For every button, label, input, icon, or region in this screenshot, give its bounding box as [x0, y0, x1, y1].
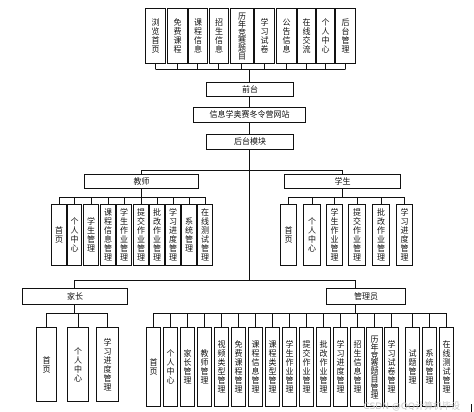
parent-item-progress-mgmt: 学习进度管理	[96, 327, 119, 402]
admin-item-home: 首页	[146, 327, 161, 407]
watermark: CSDN @QQ计算机毕设	[363, 402, 460, 412]
admin-item-personal-center: 个人中心	[163, 327, 178, 407]
teacher-item-progress-mgmt: 学习进度管理	[165, 204, 181, 266]
teacher-item-grade-homework-mgmt: 批改作业管理	[149, 204, 165, 266]
student-item-personal-center: 个人中心	[303, 204, 321, 266]
admin-item-submit-homework-mgmt: 提交作业管理	[299, 327, 314, 407]
admin-item-teacher-mgmt: 教师管理	[197, 327, 212, 407]
top-module-free-courses: 免费课程	[167, 8, 188, 64]
backend-node: 后台模块	[206, 134, 294, 150]
admin-item-video-type-mgmt: 视频类型管理	[214, 327, 229, 407]
top-module-past-contest-problems: 历年竞赛题目	[230, 8, 254, 64]
parent-item-home: 首页	[36, 327, 57, 402]
teacher-item-course-info-mgmt: 课程信息管理	[100, 204, 116, 266]
admin-item-parent-mgmt: 家长管理	[180, 327, 195, 407]
teacher-item-student-mgmt: 学生管理	[83, 204, 99, 266]
student-item-submit-homework-mgmt: 提交作业管理	[348, 204, 366, 266]
edge-mark	[471, 404, 472, 412]
admin-node: 管理员	[326, 288, 406, 305]
top-module-enrollment-info: 招生信息	[209, 8, 229, 64]
admin-item-past-contest-problems-mgmt: 历年竞赛题目管理	[366, 327, 383, 407]
teacher-item-system-mgmt: 系统管理	[181, 204, 197, 266]
admin-item-online-test-mgmt: 在线测试管理	[439, 327, 454, 407]
top-module-personal-center: 个人中心	[316, 8, 335, 64]
top-module-home: 浏览首页	[145, 8, 166, 64]
admin-item-course-info-mgmt: 课程信息管理	[248, 327, 263, 407]
top-module-announcements: 公告信息	[276, 8, 297, 64]
admin-item-study-papers-mgmt: 学习试卷管理	[384, 327, 399, 407]
admin-item-progress-mgmt: 学习进度管理	[333, 327, 348, 407]
top-module-study-papers: 学习试卷	[254, 8, 275, 64]
student-node: 学生	[284, 174, 401, 189]
admin-item-grade-homework-mgmt: 批改作业管理	[316, 327, 331, 407]
top-module-backend-admin: 后台管理	[335, 8, 356, 64]
teacher-item-online-test-mgmt: 在线测试管理	[197, 204, 213, 266]
student-item-home: 首页	[280, 204, 297, 266]
admin-item-system-mgmt: 系统管理	[422, 327, 437, 407]
parent-item-personal-center: 个人中心	[67, 327, 89, 402]
admin-item-student-homework-mgmt: 学生作业管理	[282, 327, 297, 407]
teacher-item-personal-center: 个人中心	[67, 204, 82, 266]
admin-item-exam-questions-mgmt: 试题管理	[405, 327, 420, 407]
admin-item-course-type-mgmt: 课程类型管理	[265, 327, 280, 407]
admin-item-free-course-mgmt: 免费课程管理	[231, 327, 246, 407]
top-module-online-chat: 在线交流	[297, 8, 316, 64]
teacher-item-home: 首页	[51, 204, 67, 266]
student-item-grade-homework-mgmt: 批改作业管理	[372, 204, 390, 266]
student-item-progress-mgmt: 学习进度管理	[396, 204, 413, 266]
student-item-student-homework-mgmt: 学生作业管理	[326, 204, 343, 266]
teacher-node: 教师	[84, 174, 199, 189]
parent-node: 家长	[22, 288, 128, 305]
teacher-item-student-homework-mgmt: 学生作业管理	[116, 204, 132, 266]
admin-item-enrollment-info-mgmt: 招生信息管理	[350, 327, 365, 407]
site-node: 信息学奥赛冬令营网站	[193, 107, 306, 123]
frontend-node: 前台	[206, 82, 294, 97]
top-module-course-info: 课程信息	[188, 8, 208, 64]
teacher-item-submit-homework-mgmt: 提交作业管理	[133, 204, 149, 266]
